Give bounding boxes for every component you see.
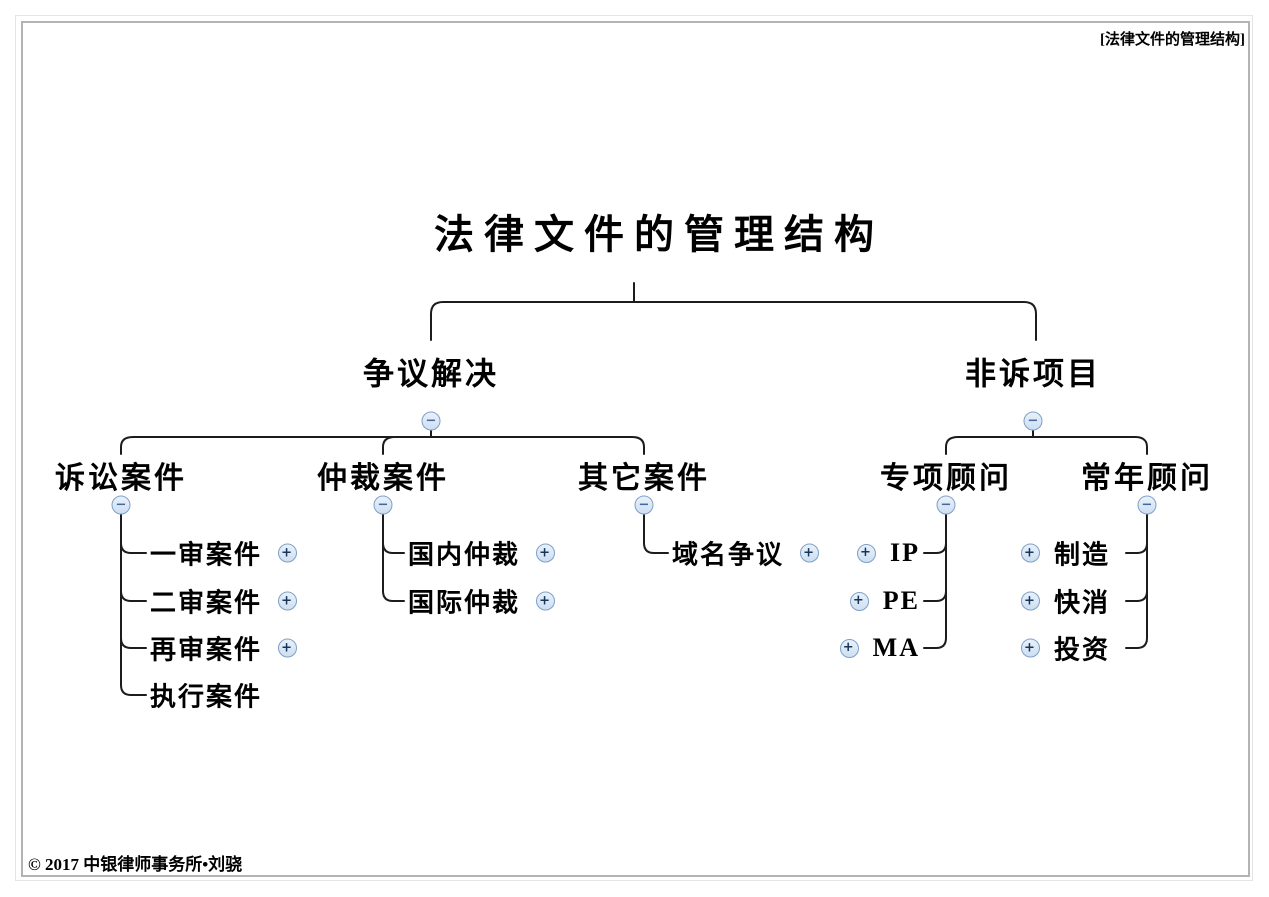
expand-toggle[interactable]: + [857,543,876,563]
minus-icon: − [377,497,389,512]
plus-icon: + [1024,640,1037,655]
topic-special-counsel[interactable]: 专项顾问 [880,462,1012,495]
expand-toggle[interactable]: + [1020,543,1040,563]
collapse-toggle[interactable]: − [111,495,131,515]
topic-row: + MA [839,633,920,663]
expand-toggle[interactable]: + [536,591,556,611]
plus-icon: + [852,593,866,608]
expand-toggle[interactable]: + [536,543,556,563]
topic-row: + IP [857,538,920,568]
topic-domain-dispute[interactable]: 域名争议 [672,540,785,570]
expand-toggle[interactable]: + [1020,591,1040,611]
topic-row: 再审案件 + [150,630,298,667]
topic-row: + 制造 [1020,535,1110,572]
expand-toggle[interactable]: + [849,591,869,611]
plus-icon: + [842,640,856,655]
document-header-label: [法律文件的管理结构] [1100,32,1245,48]
topic-ip[interactable]: IP [890,538,920,567]
topic-other-cases[interactable]: 其它案件 [578,462,710,495]
minus-icon: − [1027,413,1039,428]
page-frame [21,21,1250,877]
minus-icon: − [115,497,127,512]
topic-ma[interactable]: MA [872,633,920,662]
expand-toggle[interactable]: + [839,638,859,658]
plus-icon: + [281,593,294,608]
plus-icon: + [860,545,873,560]
plus-icon: + [281,545,294,560]
minus-icon: − [940,497,952,512]
topic-row: + 快消 [1020,583,1110,620]
topic-row: 执行案件 [150,677,262,714]
topic-row: 一审案件 + [150,535,298,572]
plus-icon: + [281,640,294,655]
minus-icon: − [1141,497,1153,512]
collapse-toggle[interactable]: − [1023,411,1043,431]
expand-toggle[interactable]: + [278,543,298,563]
collapse-toggle[interactable]: − [1137,495,1157,515]
copyright-text: © 2017 中银律师事务所•刘骁 [28,855,243,874]
minus-icon: − [425,413,437,428]
topic-annual-counsel[interactable]: 常年顾问 [1081,462,1213,495]
topic-row: 二审案件 + [150,583,298,620]
topic-pe[interactable]: PE [882,586,920,615]
topic-investment[interactable]: 投资 [1053,635,1110,665]
plus-icon: + [1024,593,1037,608]
central-topic[interactable]: 法律文件的管理结构 [434,212,884,257]
collapse-toggle[interactable]: − [634,495,654,515]
topic-row: 国内仲裁 + [408,535,556,572]
expand-toggle[interactable]: + [278,591,298,611]
topic-manufacturing[interactable]: 制造 [1053,540,1110,570]
minus-icon: − [638,497,650,512]
topic-retrial[interactable]: 再审案件 [150,635,263,665]
collapse-toggle[interactable]: − [373,495,393,515]
topic-row: 国际仲裁 + [408,583,556,620]
plus-icon: + [803,545,816,560]
topic-row: + PE [849,586,920,616]
topic-dispute-resolution[interactable]: 争议解决 [363,356,499,392]
topic-non-litigation[interactable]: 非诉项目 [965,356,1101,392]
topic-domestic-arbitration[interactable]: 国内仲裁 [408,540,521,570]
topic-enforcement[interactable]: 执行案件 [150,682,263,712]
topic-fmcg[interactable]: 快消 [1053,588,1110,618]
topic-international-arbitration[interactable]: 国际仲裁 [408,588,521,618]
collapse-toggle[interactable]: − [936,495,956,515]
topic-row: + 投资 [1020,630,1110,667]
plus-icon: + [539,593,552,608]
page-frame-outer [15,15,1253,881]
expand-toggle[interactable]: + [1020,638,1040,658]
expand-toggle[interactable]: + [800,543,820,563]
plus-icon: + [539,545,552,560]
topic-row: 域名争议 + [672,535,820,572]
collapse-toggle[interactable]: − [421,411,441,431]
plus-icon: + [1024,545,1037,560]
topic-second-instance[interactable]: 二审案件 [150,588,263,618]
expand-toggle[interactable]: + [278,638,298,658]
topic-litigation-cases[interactable]: 诉讼案件 [55,462,187,495]
topic-arbitration-cases[interactable]: 仲裁案件 [317,462,449,495]
topic-first-instance[interactable]: 一审案件 [150,540,263,570]
